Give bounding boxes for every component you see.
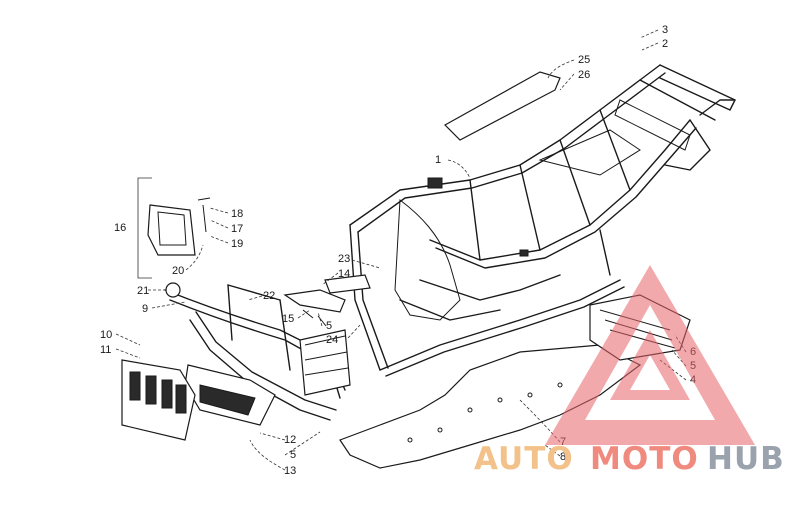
callout-8: 8 [560, 451, 566, 463]
callout-26: 26 [578, 69, 590, 81]
callout-10: 10 [100, 329, 112, 341]
callout-24: 24 [326, 334, 338, 346]
callout-1: 1 [435, 154, 441, 166]
callout-12: 12 [284, 434, 296, 446]
callout-13: 13 [284, 465, 296, 477]
callout-21: 21 [137, 285, 149, 297]
callout-9: 9 [142, 303, 148, 315]
front-bracket [283, 274, 371, 327]
callout-2: 2 [662, 38, 668, 50]
callout-5-center: 5 [326, 320, 332, 332]
callout-11: 11 [100, 344, 111, 356]
watermark-word-moto: MOTO [590, 441, 699, 477]
skid-plate [339, 344, 642, 469]
front-bumper [164, 284, 351, 421]
callout-5-bottom: 5 [290, 449, 296, 461]
callout-23: 23 [338, 253, 350, 265]
callout-18: 18 [231, 208, 243, 220]
callout-14: 14 [338, 268, 350, 280]
callout-22: 22 [263, 290, 275, 302]
main-frame [349, 64, 736, 377]
callout-16: 16 [114, 222, 126, 234]
watermark-logo-icon [545, 265, 755, 445]
callout-20: 20 [172, 265, 184, 277]
callout-25: 25 [578, 54, 590, 66]
headlight-assembly [147, 197, 211, 298]
skid-plate-holes [407, 382, 563, 443]
callout-19: 19 [231, 238, 243, 250]
brush-guard [184, 364, 276, 426]
watermark-word-hub: HUB [707, 441, 785, 477]
callout-15: 15 [282, 313, 294, 325]
front-grille [121, 359, 196, 441]
heat-shield [444, 71, 561, 141]
watermark-word-auto: AUTO [474, 441, 574, 477]
callout-3: 3 [662, 24, 668, 36]
callout-17: 17 [231, 223, 243, 235]
